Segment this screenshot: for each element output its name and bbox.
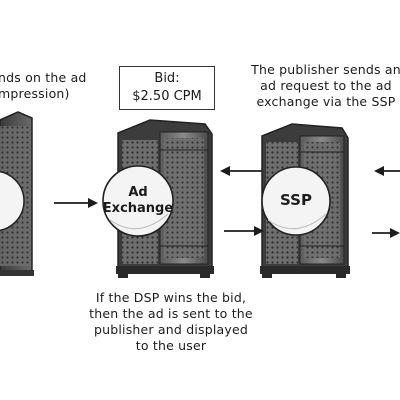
ad-exchange-label: Ad Exchange [100, 185, 176, 217]
arrow-exchange-to-ssp [224, 226, 264, 236]
caption-bottom-center: If the DSP wins the bid, then the ad is … [76, 290, 266, 354]
caption-line: ad request to the ad [260, 78, 392, 93]
bid-amount: $2.50 CPM [132, 89, 202, 104]
ssp-label: SSP [266, 192, 326, 208]
caption-line: exchange via the SSP [256, 94, 396, 109]
node-label-line: Exchange [102, 201, 174, 216]
arrow-ssp-to-right [372, 228, 400, 238]
caption-line: to the user [135, 338, 207, 353]
caption-line: If the DSP wins the bid, [95, 290, 247, 305]
bid-box: Bid: $2.50 CPM [119, 66, 215, 110]
node-label-line: Ad [128, 185, 148, 200]
bid-label: Bid: [154, 71, 180, 86]
caption-line: nds on the ad [0, 70, 87, 85]
left-node-circle [0, 170, 25, 232]
arrow-right-to-ssp [374, 166, 400, 176]
arrow-left-to-exchange [54, 198, 98, 208]
ad-exchange-circle [102, 165, 174, 237]
ad-exchange-server [102, 119, 214, 278]
caption-line: then the ad is sent to the [89, 306, 253, 321]
caption-left-partial: nds on the ad mpression) [0, 70, 88, 102]
caption-top-right: The publisher sends an ad request to the… [246, 62, 400, 110]
ssp-circle [261, 166, 331, 236]
left-server [0, 111, 34, 276]
caption-line: The publisher sends an [251, 62, 400, 77]
caption-line: publisher and displayed [93, 322, 249, 337]
node-label-line: SSP [280, 191, 312, 209]
caption-line: mpression) [0, 86, 70, 101]
arrow-ssp-to-exchange [220, 166, 262, 176]
ssp-server [260, 123, 350, 278]
